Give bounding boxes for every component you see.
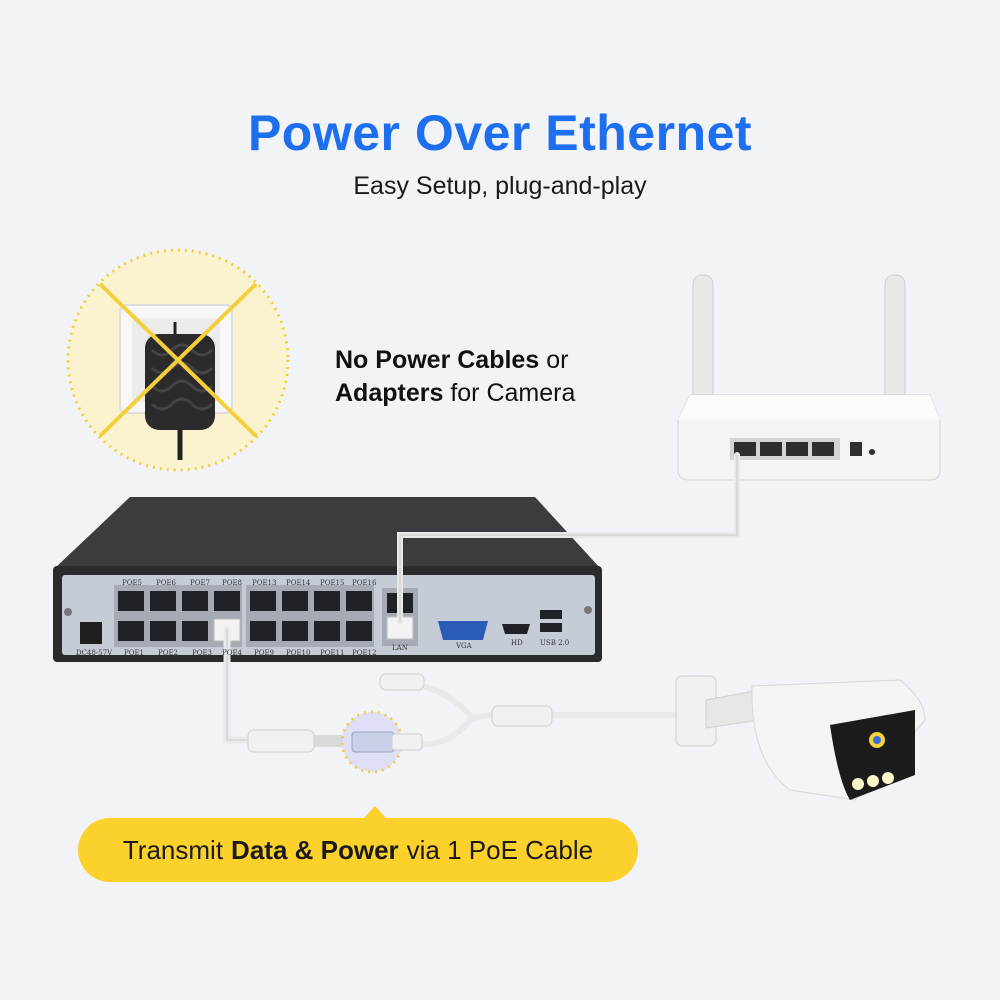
cable-connectors <box>247 673 553 774</box>
port-label-poe5: POE5 <box>122 579 142 587</box>
page-subtitle: Easy Setup, plug-and-play <box>353 172 647 200</box>
port-label-poe4: POE4 <box>222 649 243 657</box>
prohibited-adapter-icon <box>66 248 290 472</box>
port-label-poe7: POE7 <box>190 579 210 587</box>
callout-line2-bold: Adapters <box>335 379 444 407</box>
page-title: Power Over Ethernet <box>247 105 753 161</box>
nvr-bottom-port-labels: POE1 POE2 POE3 POE4 POE9 POE10 POE11 POE… <box>124 649 376 657</box>
port-label-poe2: POE2 <box>158 649 178 657</box>
port-label-poe9: POE9 <box>254 649 274 657</box>
port-label-poe1: POE1 <box>124 649 144 657</box>
banner-suffix: via 1 PoE Cable <box>406 834 594 865</box>
port-label-poe3: POE3 <box>192 649 212 657</box>
port-label-poe16: POE16 <box>352 579 377 587</box>
port-label-poe13: POE13 <box>252 579 276 587</box>
port-label-poe10: POE10 <box>286 649 310 657</box>
banner-bold: Data & Power <box>231 834 399 865</box>
port-label-poe11: POE11 <box>320 649 344 657</box>
port-label-poe6: POE6 <box>156 579 177 587</box>
hdmi-label: HD <box>511 639 523 647</box>
nvr-recorder <box>53 497 602 662</box>
poe-banner: Transmit Data & Power via 1 PoE Cable <box>78 818 638 882</box>
no-power-callout: No Power Cables or Adapters for Camera <box>335 344 655 410</box>
port-label-poe15: POE15 <box>320 579 344 587</box>
router <box>677 274 941 481</box>
bullet-camera <box>675 675 926 801</box>
lan-label: LAN <box>392 644 408 652</box>
banner-pointer <box>363 806 387 819</box>
banner-prefix: Transmit <box>122 834 224 865</box>
callout-line1-bold: No Power Cables <box>335 346 540 374</box>
callout-line2-rest: for Camera <box>450 379 576 407</box>
port-label-poe14: POE14 <box>286 579 311 587</box>
port-label-poe12: POE12 <box>352 649 376 657</box>
nvr-top-port-labels: POE5 POE6 POE7 POE8 POE13 POE14 POE15 PO… <box>122 579 377 587</box>
callout-line1-rest: or <box>546 346 569 374</box>
usb-label: USB 2.0 <box>540 639 569 647</box>
port-label-poe8: POE8 <box>222 579 242 587</box>
vga-label: VGA <box>455 642 473 650</box>
power-label: DC48-57V <box>76 649 113 657</box>
